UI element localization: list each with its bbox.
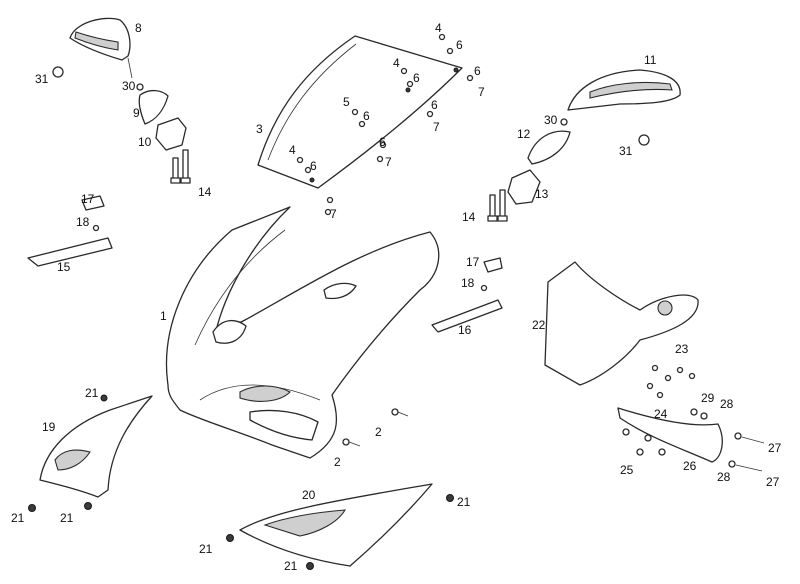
right-strip-16 xyxy=(431,299,503,333)
callout-6: 6 xyxy=(363,109,370,123)
callout-21: 21 xyxy=(85,386,99,400)
callout-1: 1 xyxy=(160,309,167,323)
callout-21: 21 xyxy=(457,495,471,509)
right-mirror-cover xyxy=(527,130,571,165)
callout-14: 14 xyxy=(462,210,476,224)
callout-6: 6 xyxy=(413,71,420,85)
left-clip-17 xyxy=(81,195,105,211)
left-indicator-31 xyxy=(52,66,64,78)
callout-13: 13 xyxy=(535,187,549,201)
right-screw-18 xyxy=(480,284,488,292)
callout-2: 2 xyxy=(375,425,382,439)
callout-18: 18 xyxy=(76,215,90,229)
right-indicator-31 xyxy=(638,134,650,146)
callout-30: 30 xyxy=(122,79,136,93)
callout-9: 9 xyxy=(133,106,140,120)
callout-6: 6 xyxy=(474,64,481,78)
callout-26: 26 xyxy=(683,459,697,473)
callout-28: 28 xyxy=(720,397,734,411)
inner-panel-22 xyxy=(544,261,699,386)
left-bolts-14 xyxy=(170,149,191,184)
windscreen-part xyxy=(257,35,463,189)
callout-4: 4 xyxy=(289,143,296,157)
callout-25: 25 xyxy=(620,463,634,477)
callout-8: 8 xyxy=(135,21,142,35)
callout-16: 16 xyxy=(458,323,472,337)
callout-10: 10 xyxy=(138,135,152,149)
callout-17: 17 xyxy=(466,255,480,269)
callout-6: 6 xyxy=(431,98,438,112)
callout-29: 29 xyxy=(701,391,715,405)
left-mirror-part xyxy=(69,17,133,79)
callout-11: 11 xyxy=(644,53,657,67)
left-bracket xyxy=(155,117,187,151)
left-mirror-cover xyxy=(138,89,169,125)
callout-2: 2 xyxy=(334,455,341,469)
callout-6: 6 xyxy=(310,159,317,173)
callout-18: 18 xyxy=(461,276,475,290)
callout-17: 17 xyxy=(81,192,95,206)
callout-21: 21 xyxy=(60,511,74,525)
callout-6: 6 xyxy=(456,38,463,52)
callout-15: 15 xyxy=(57,260,71,274)
callout-27: 27 xyxy=(768,441,782,455)
callout-27: 27 xyxy=(766,475,780,489)
panel-hole xyxy=(657,300,673,316)
callout-7: 7 xyxy=(385,155,392,169)
left-screw-18 xyxy=(92,224,100,232)
callout-30: 30 xyxy=(544,113,558,127)
callout-14: 14 xyxy=(198,185,212,199)
callout-23: 23 xyxy=(675,342,689,356)
right-bolts-14 xyxy=(487,189,508,222)
right-clip-17 xyxy=(483,257,503,273)
callout-19: 19 xyxy=(42,420,56,434)
callout-24: 24 xyxy=(654,407,668,421)
callout-22: 22 xyxy=(532,318,546,332)
fasteners xyxy=(28,33,765,570)
callout-3: 3 xyxy=(256,122,263,136)
bracket-26 xyxy=(617,407,723,463)
left-strip-15 xyxy=(27,237,113,267)
callout-21: 21 xyxy=(284,559,298,573)
left-washer-30 xyxy=(136,83,144,91)
callout-6: 6 xyxy=(379,135,386,149)
callout-31: 31 xyxy=(35,72,49,86)
callout-7: 7 xyxy=(330,207,337,221)
callout-28: 28 xyxy=(717,470,731,484)
callout-7: 7 xyxy=(433,120,440,134)
callout-20: 20 xyxy=(302,488,316,502)
callout-21: 21 xyxy=(199,542,213,556)
callout-7: 7 xyxy=(478,85,485,99)
right-mirror-part xyxy=(567,69,681,111)
right-bracket xyxy=(507,169,541,205)
right-panel-20 xyxy=(239,483,433,567)
callout-31: 31 xyxy=(619,144,633,158)
right-washer-30 xyxy=(560,118,568,126)
front-fairing-part xyxy=(165,206,440,459)
callout-5: 5 xyxy=(343,95,350,109)
callout-12: 12 xyxy=(517,127,531,141)
left-panel-19 xyxy=(39,395,153,498)
callout-21: 21 xyxy=(11,511,25,525)
callout-4: 4 xyxy=(393,56,400,70)
callout-4: 4 xyxy=(435,21,442,35)
